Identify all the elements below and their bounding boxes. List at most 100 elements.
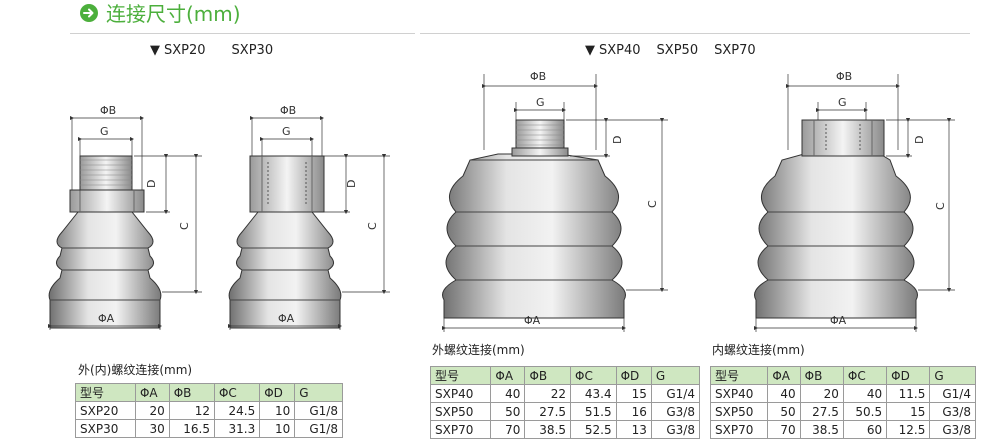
label-C-2: C [366, 222, 379, 230]
col-G: G [294, 383, 343, 402]
cell-phiD: 10 [259, 401, 296, 420]
cell-phiB: 38.5 [524, 420, 572, 439]
series-model-sxp70: SXP70 [714, 43, 756, 58]
table-row: SXP50 50 27.5 51.5 16 G3/8 [429, 402, 701, 421]
label-C-3: C [646, 200, 659, 208]
col-phiC: ΦC [842, 366, 888, 385]
drawing-small-inner-thread: ΦB G D C ΦA [227, 104, 390, 330]
label-D-2: D [345, 180, 358, 188]
cell-phiD: 11.5 [886, 384, 931, 403]
cell-model: SXP20 [75, 401, 136, 420]
col-phiC: ΦC [213, 383, 261, 402]
label-G-1: G [100, 125, 109, 138]
cell-G: G1/8 [294, 401, 343, 420]
caption-inner-outer: 外(内)螺纹连接(mm) [78, 363, 193, 377]
label-phiB-2: ΦB [280, 104, 296, 117]
cell-phiA: 40 [767, 384, 801, 403]
col-phiA: ΦA [134, 383, 170, 402]
table-row: SXP50 50 27.5 50.5 15 G3/8 [709, 402, 976, 421]
cell-phiB: 16.5 [168, 419, 215, 438]
cell-G: G1/8 [294, 419, 343, 438]
cell-phiB: 22 [524, 384, 572, 403]
cell-phiC: 43.4 [570, 384, 617, 403]
col-G: G [929, 366, 976, 385]
drawing-large-inner-thread: ΦB G D C ΦA [753, 70, 955, 332]
series-model-sxp40: SXP40 [599, 43, 641, 58]
label-phiB-4: ΦB [836, 70, 852, 83]
spec-table-inner: 型号 ΦA ΦB ΦC ΦD G SXP40 40 20 40 11.5 G1/… [709, 366, 976, 439]
cell-phiC: 52.5 [570, 420, 617, 439]
label-D-3: D [611, 136, 624, 144]
col-phiA: ΦA [767, 366, 801, 385]
series-marker-large: ▼ [585, 43, 595, 58]
cell-model: SXP70 [709, 420, 769, 439]
series-label-small: ▼ SXP20 SXP30 [150, 43, 299, 59]
cell-phiB: 27.5 [799, 402, 844, 421]
cell-phiC: 40 [842, 384, 888, 403]
series-model-sxp30: SXP30 [231, 43, 274, 58]
table-row: SXP70 70 38.5 60 12.5 G3/8 [709, 420, 976, 439]
cell-G: G1/4 [929, 384, 976, 403]
col-phiD: ΦD [886, 366, 931, 385]
cell-phiD: 16 [615, 402, 652, 421]
label-G-4: G [838, 96, 847, 109]
col-phiD: ΦD [615, 366, 652, 385]
cell-phiC: 50.5 [842, 402, 888, 421]
cell-phiD: 15 [615, 384, 652, 403]
drawing-large-outer-thread: ΦB G D C ΦA [441, 70, 668, 332]
cell-phiB: 12 [168, 401, 215, 420]
title-divider-right [420, 33, 970, 34]
label-G-3: G [536, 96, 545, 109]
cell-phiC: 24.5 [213, 401, 261, 420]
cell-phiD: 13 [615, 420, 652, 439]
arrow-right-circle-icon [80, 4, 98, 22]
label-phiB-1: ΦB [100, 104, 116, 117]
col-phiB: ΦB [799, 366, 844, 385]
table-header-row: 型号 ΦA ΦB ΦC ΦD G [709, 366, 976, 385]
cell-model: SXP50 [709, 402, 769, 421]
cell-phiA: 70 [767, 420, 801, 439]
table-header-row: 型号 ΦA ΦB ΦC ΦD G [429, 366, 701, 385]
col-model: 型号 [75, 383, 136, 402]
col-phiB: ΦB [168, 383, 215, 402]
caption-inner: 内螺纹连接(mm) [712, 343, 805, 357]
cell-G: G1/4 [650, 384, 701, 403]
cell-G: G3/8 [650, 420, 701, 439]
col-phiA: ΦA [490, 366, 526, 385]
col-G: G [650, 366, 701, 385]
spec-table-inner-outer: 型号 ΦA ΦB ΦC ΦD G SXP20 20 12 24.5 10 G1/… [75, 383, 343, 438]
cell-G: G3/8 [929, 402, 976, 421]
table-row: SXP40 40 20 40 11.5 G1/4 [709, 384, 976, 403]
series-marker-small: ▼ [150, 43, 160, 58]
label-phiA-3: ΦA [524, 314, 541, 327]
cell-phiB: 27.5 [524, 402, 572, 421]
cell-model: SXP70 [429, 420, 492, 439]
cell-phiA: 40 [490, 384, 526, 403]
series-model-sxp20: SXP20 [164, 43, 206, 58]
label-C-1: C [178, 222, 191, 230]
table-header-row: 型号 ΦA ΦB ΦC ΦD G [75, 383, 343, 402]
cell-G: G3/8 [650, 402, 701, 421]
col-phiD: ΦD [259, 383, 296, 402]
cell-phiC: 60 [842, 420, 888, 439]
cell-phiD: 12.5 [886, 420, 931, 439]
cell-G: G3/8 [929, 420, 976, 439]
label-phiA-2: ΦA [278, 312, 295, 325]
dimension-drawings: ΦB G D C ΦA ΦB G D C ΦA [47, 70, 955, 332]
cell-phiA: 20 [134, 401, 170, 420]
label-G-2: G [282, 125, 291, 138]
label-phiA-4: ΦA [830, 314, 847, 327]
col-model: 型号 [709, 366, 769, 385]
caption-outer: 外螺纹连接(mm) [432, 343, 525, 357]
cell-model: SXP30 [75, 419, 136, 438]
cell-phiA: 50 [767, 402, 801, 421]
cell-model: SXP40 [709, 384, 769, 403]
label-phiA-1: ΦA [98, 312, 115, 325]
cell-phiB: 38.5 [799, 420, 844, 439]
col-phiB: ΦB [524, 366, 572, 385]
cell-phiB: 20 [799, 384, 844, 403]
page-title: 连接尺寸(mm) [106, 2, 241, 26]
col-phiC: ΦC [570, 366, 617, 385]
drawing-small-outer-thread: ΦB G D C ΦA [47, 104, 202, 330]
